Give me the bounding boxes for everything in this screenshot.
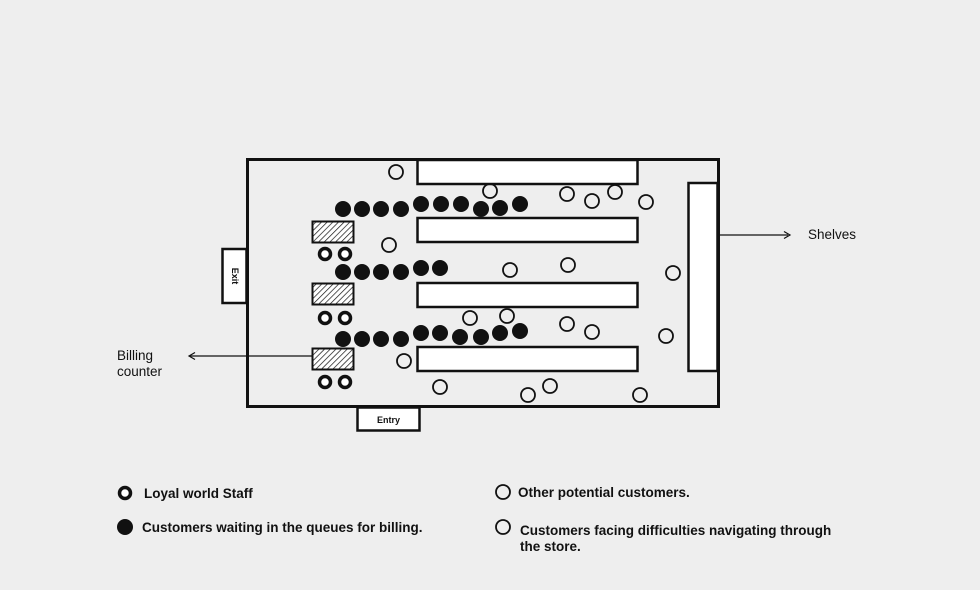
potential-customer (432, 379, 448, 395)
legend-queue-marker (117, 519, 133, 535)
exit-label: Exit (230, 268, 240, 285)
queue-customer (452, 329, 468, 345)
queue-customer (354, 201, 370, 217)
queue-group (335, 196, 528, 347)
legend-queue-label: Customers waiting in the queues for bill… (142, 520, 423, 535)
potential-customer (502, 262, 518, 278)
potential-customer (482, 183, 498, 199)
entry-label: Entry (377, 415, 400, 425)
legend-staff-marker (117, 485, 133, 501)
shelf-row-2 (416, 216, 639, 244)
potential-group (381, 164, 681, 403)
potential-customer (559, 186, 575, 202)
queue-customer (473, 201, 489, 217)
shelf-row-1 (416, 158, 639, 186)
entry-door (356, 406, 421, 432)
queue-customer (453, 196, 469, 212)
queue-customer (512, 196, 528, 212)
queue-customer (393, 264, 409, 280)
potential-customer (607, 184, 623, 200)
potential-customer (520, 387, 536, 403)
queue-customer (335, 264, 351, 280)
potential-customer (632, 387, 648, 403)
queue-customer (393, 331, 409, 347)
billing-counter-2 (311, 282, 355, 306)
potential-customer (559, 316, 575, 332)
potential-customer (542, 378, 558, 394)
queue-customer (373, 201, 389, 217)
queue-customer (473, 329, 489, 345)
queue-customer (354, 331, 370, 347)
legend-potential-marker (495, 484, 511, 500)
staff-marker (337, 246, 353, 262)
shelf-row-3 (416, 281, 639, 309)
staff-marker (317, 310, 333, 326)
potential-customer (462, 310, 478, 326)
legend-difficulty-marker (495, 519, 511, 535)
billing-label-line1: Billing (117, 348, 153, 363)
queue-customer (335, 201, 351, 217)
staff-marker (317, 246, 333, 262)
legend-difficulty-label-line2: the store. (520, 539, 581, 554)
potential-customer (658, 328, 674, 344)
staff-marker (337, 310, 353, 326)
potential-customer (584, 324, 600, 340)
queue-customer (492, 325, 508, 341)
potential-customer (665, 265, 681, 281)
potential-customer (638, 194, 654, 210)
queue-customer (432, 260, 448, 276)
shelf-wall (687, 181, 719, 373)
queue-customer (432, 325, 448, 341)
legend-staff-label: Loyal world Staff (144, 486, 253, 501)
billing-label-line2: counter (117, 364, 163, 379)
queue-customer (335, 331, 351, 347)
queue-customer (354, 264, 370, 280)
potential-customer (499, 308, 515, 324)
billing-counter-1 (311, 220, 355, 244)
potential-customer (584, 193, 600, 209)
queue-customer (373, 331, 389, 347)
queue-customer (413, 325, 429, 341)
billing-counter-3 (311, 347, 355, 371)
potential-customer (381, 237, 397, 253)
queue-customer (413, 196, 429, 212)
queue-customer (433, 196, 449, 212)
queue-customer (413, 260, 429, 276)
staff-marker (337, 374, 353, 390)
staff-marker (317, 374, 333, 390)
queue-customer (492, 200, 508, 216)
queue-customer (373, 264, 389, 280)
legend-difficulty-label-line1: Customers facing difficulties navigating… (520, 523, 832, 538)
staff-group (317, 246, 353, 390)
shelves-label: Shelves (808, 227, 856, 242)
queue-customer (512, 323, 528, 339)
queue-customer (393, 201, 409, 217)
shelf-row-4 (416, 345, 639, 373)
potential-customer (396, 353, 412, 369)
potential-customer (560, 257, 576, 273)
legend-potential-label: Other potential customers. (518, 485, 690, 500)
billing-arrow-head (187, 351, 196, 361)
shelves-arrow-head (783, 230, 792, 240)
potential-customer (388, 164, 404, 180)
exit-door (221, 247, 248, 305)
